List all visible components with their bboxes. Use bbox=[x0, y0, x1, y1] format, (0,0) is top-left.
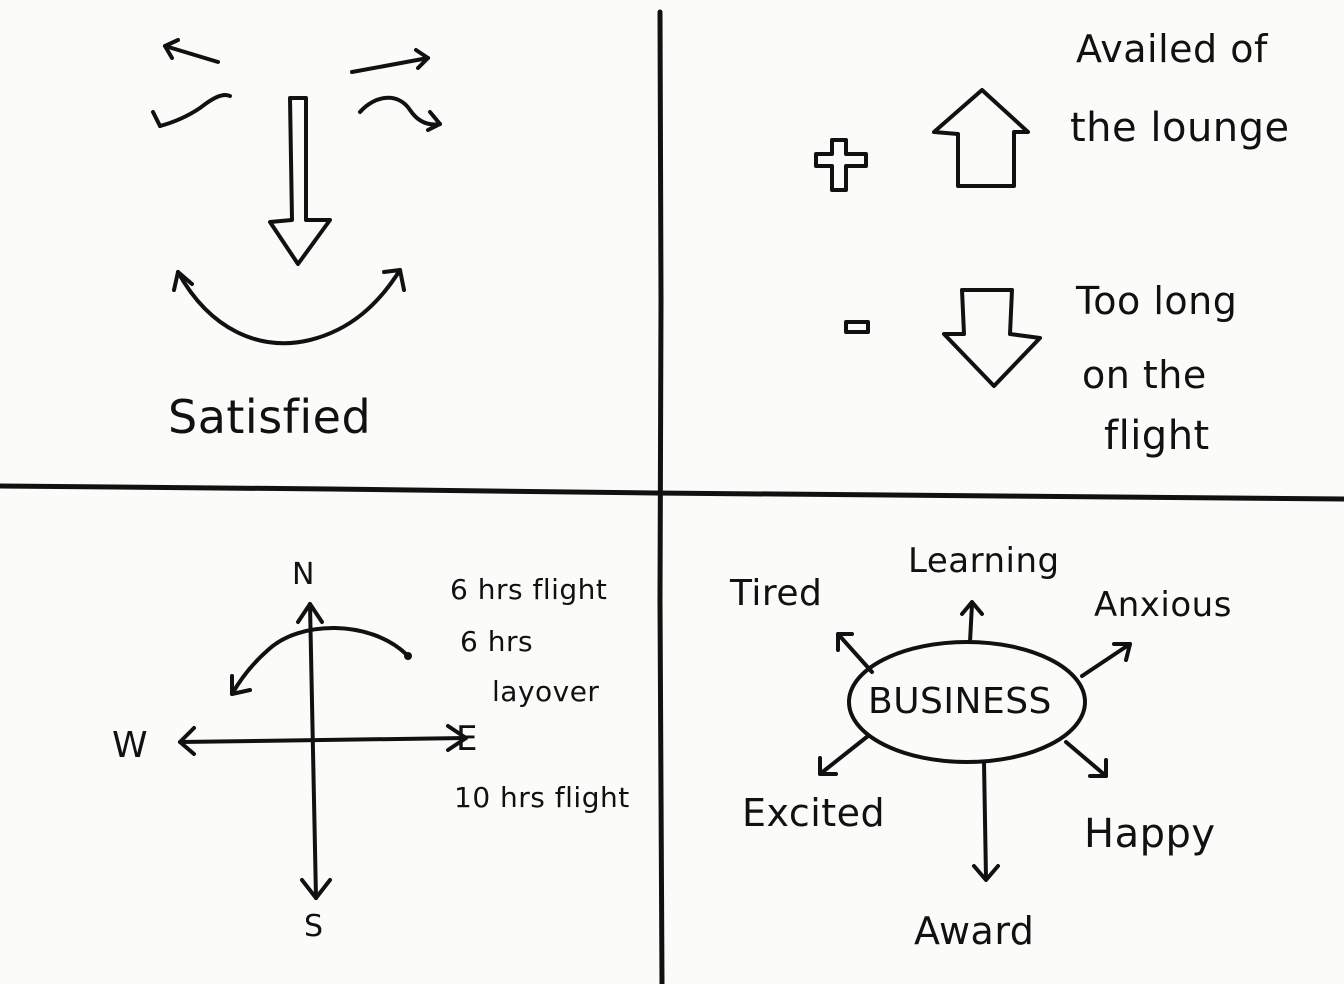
compass-note-3: layover bbox=[492, 675, 600, 708]
compass-west: W bbox=[112, 725, 149, 766]
branch-bottom bbox=[982, 760, 988, 880]
plus-label-line2: the lounge bbox=[1070, 105, 1290, 151]
minus-label-line3: flight bbox=[1104, 413, 1210, 459]
mindmap-branch-bottom-right: Happy bbox=[1084, 811, 1216, 857]
compass-note-1: 6 hrs flight bbox=[450, 573, 608, 606]
minus-sign bbox=[844, 320, 870, 334]
branch-top-left bbox=[836, 632, 874, 674]
face-drawing bbox=[151, 38, 442, 346]
right-brow-arrow bbox=[350, 56, 430, 74]
compass-ns-axis bbox=[308, 602, 318, 900]
mindmap-branch-bottom-left: Excited bbox=[742, 791, 886, 835]
compass-drawing bbox=[178, 602, 468, 900]
smile-curve bbox=[176, 268, 402, 346]
mindmap-center-ellipse bbox=[847, 640, 1087, 764]
plus-label-line1: Availed of bbox=[1076, 27, 1268, 71]
compass-east: E bbox=[456, 719, 478, 759]
branch-bottom-left bbox=[818, 734, 870, 776]
branch-top bbox=[968, 602, 974, 644]
mindmap-center-label: BUSINESS bbox=[868, 681, 1052, 722]
minus-label-line1: Too long bbox=[1076, 279, 1238, 323]
compass-south: S bbox=[304, 909, 324, 944]
down-arrow bbox=[942, 288, 1042, 388]
vertical-divider bbox=[657, 9, 665, 984]
horizontal-divider bbox=[0, 483, 1344, 502]
mindmap-branch-top-left: Tired bbox=[730, 573, 823, 614]
compass-north: N bbox=[292, 557, 315, 592]
compass-note-4: 10 hrs flight bbox=[454, 781, 630, 814]
plus-sign bbox=[814, 138, 868, 192]
nose-down-arrow bbox=[268, 96, 332, 266]
compass-note-2: 6 hrs bbox=[460, 625, 534, 658]
left-eye-hook bbox=[158, 93, 232, 128]
mindmap-branch-top: Learning bbox=[908, 541, 1060, 581]
face-caption: Satisfied bbox=[168, 390, 372, 444]
minus-label-line2: on the bbox=[1082, 353, 1207, 397]
pros-cons-drawing bbox=[814, 88, 1042, 388]
mindmap-drawing bbox=[818, 600, 1132, 882]
up-arrow bbox=[932, 88, 1030, 188]
mindmap-branch-bottom: Award bbox=[914, 909, 1035, 953]
branch-bottom-right bbox=[1064, 740, 1108, 778]
route-arc bbox=[230, 626, 408, 696]
right-eye-arrow bbox=[358, 95, 442, 127]
compass-we-axis bbox=[178, 736, 468, 744]
branch-top-right bbox=[1080, 642, 1132, 678]
left-brow-arrow bbox=[163, 44, 220, 64]
mindmap-branch-top-right: Anxious bbox=[1094, 585, 1232, 625]
